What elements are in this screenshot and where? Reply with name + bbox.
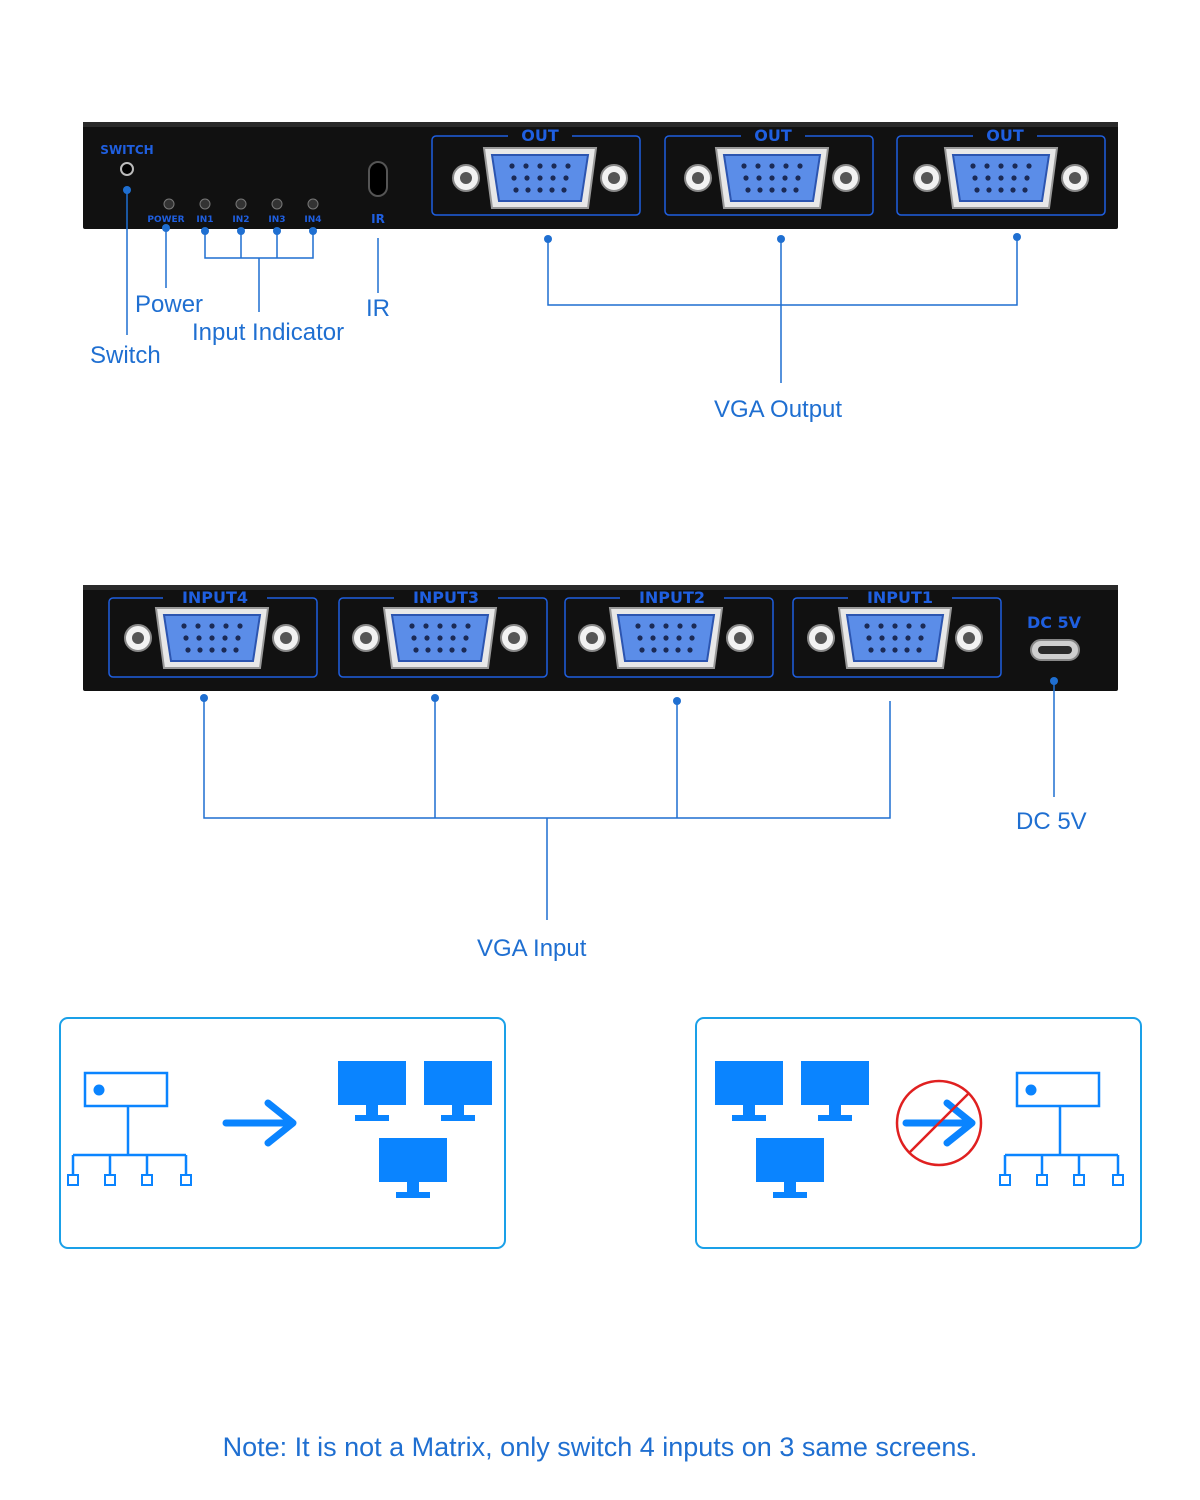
callout-ir: IR — [366, 295, 390, 322]
switch-marking: SWITCH — [100, 143, 153, 157]
switch-button[interactable] — [120, 162, 134, 176]
compatibility-note: Note: It is not a Matrix, only switch 4 … — [222, 1432, 978, 1462]
in1-led — [199, 198, 211, 210]
input-port-4[interactable]: INPUT4 — [108, 588, 318, 678]
output-port-1-label: OUT — [521, 126, 559, 145]
rear-panel: INPUT4 INPUT3 INPUT2 INPUT1 DC 5V — [83, 585, 1118, 691]
input-port-2-label: INPUT2 — [639, 588, 705, 607]
in3-led — [271, 198, 283, 210]
input-port-1-label: INPUT1 — [867, 588, 933, 607]
output-port-2-label: OUT — [754, 126, 792, 145]
output-port-3[interactable]: OUT — [896, 126, 1106, 216]
front-callout-lines — [123, 186, 1021, 383]
led-label-in2: IN2 — [232, 215, 249, 225]
callout-power: Power — [135, 291, 203, 318]
usb-c-port-icon[interactable] — [1030, 639, 1080, 661]
output-port-3-label: OUT — [986, 126, 1024, 145]
output-port-1[interactable]: OUT — [431, 126, 641, 216]
in2-led — [235, 198, 247, 210]
ir-window — [368, 161, 388, 197]
prohibited-arrow-icon — [895, 1079, 983, 1167]
arrow-right-icon — [222, 1099, 297, 1147]
input-port-3[interactable]: INPUT3 — [338, 588, 548, 678]
callout-switch: Switch — [90, 342, 161, 369]
callout-dc: DC 5V — [1016, 808, 1087, 835]
dc-marking: DC 5V — [1027, 613, 1082, 632]
input-port-1[interactable]: INPUT1 — [792, 588, 1002, 678]
rear-callout-lines — [200, 677, 1058, 920]
callout-input-indicator: Input Indicator — [192, 319, 344, 346]
input-port-3-label: INPUT3 — [413, 588, 479, 607]
unsupported-diagram — [695, 1017, 1142, 1249]
power-led — [163, 198, 175, 210]
input-port-2[interactable]: INPUT2 — [564, 588, 774, 678]
output-port-2[interactable]: OUT — [664, 126, 874, 216]
led-label-in4: IN4 — [304, 215, 321, 225]
led-indicators: POWER IN1 IN2 IN3 IN4 — [147, 198, 322, 225]
callout-vga-output: VGA Output — [714, 396, 842, 423]
in4-led — [307, 198, 319, 210]
supported-diagram — [59, 1017, 506, 1249]
led-label-in1: IN1 — [196, 215, 213, 225]
ir-marking: IR — [371, 212, 385, 226]
led-label-in3: IN3 — [268, 215, 285, 225]
callout-vga-input: VGA Input — [477, 935, 587, 962]
input-port-4-label: INPUT4 — [182, 588, 248, 607]
led-label-power: POWER — [147, 215, 184, 225]
front-panel: SWITCH POWER IN1 IN2 IN3 IN4 IR OUT OUT — [83, 122, 1118, 229]
